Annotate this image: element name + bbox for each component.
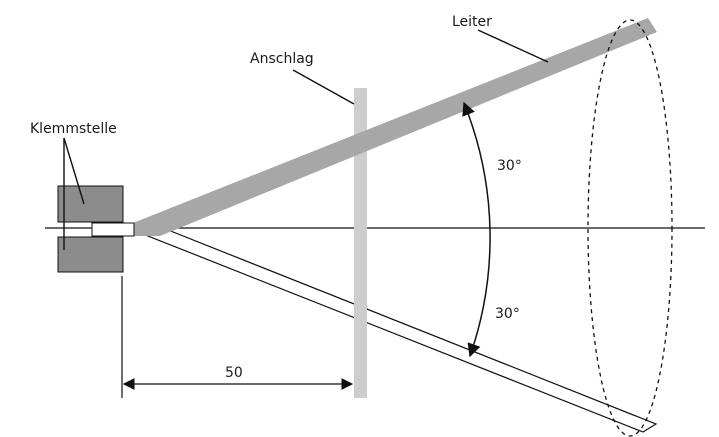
clamp-jaw-upper <box>57 185 124 223</box>
label-stop: Anschlag <box>250 51 314 67</box>
conductor-clamped-segment <box>91 222 135 237</box>
stop-bar <box>354 88 367 398</box>
label-distance: 50 <box>225 365 243 381</box>
clamp-jaw-lower <box>57 236 124 273</box>
leader-line-conductor <box>477 29 549 63</box>
leader-line-stop <box>292 69 355 105</box>
deflection-path-ellipse <box>587 19 673 437</box>
angle-arc-arrow <box>462 101 491 358</box>
label-angle-lower: 30° <box>495 306 520 322</box>
conductor-upper <box>133 18 657 236</box>
label-angle-upper: 30° <box>497 158 522 174</box>
conductor-lower-position <box>146 227 658 433</box>
leader-line-clamp-upper <box>63 137 85 205</box>
label-conductor: Leiter <box>452 14 492 30</box>
label-clamp: Klemmstelle <box>30 121 117 137</box>
